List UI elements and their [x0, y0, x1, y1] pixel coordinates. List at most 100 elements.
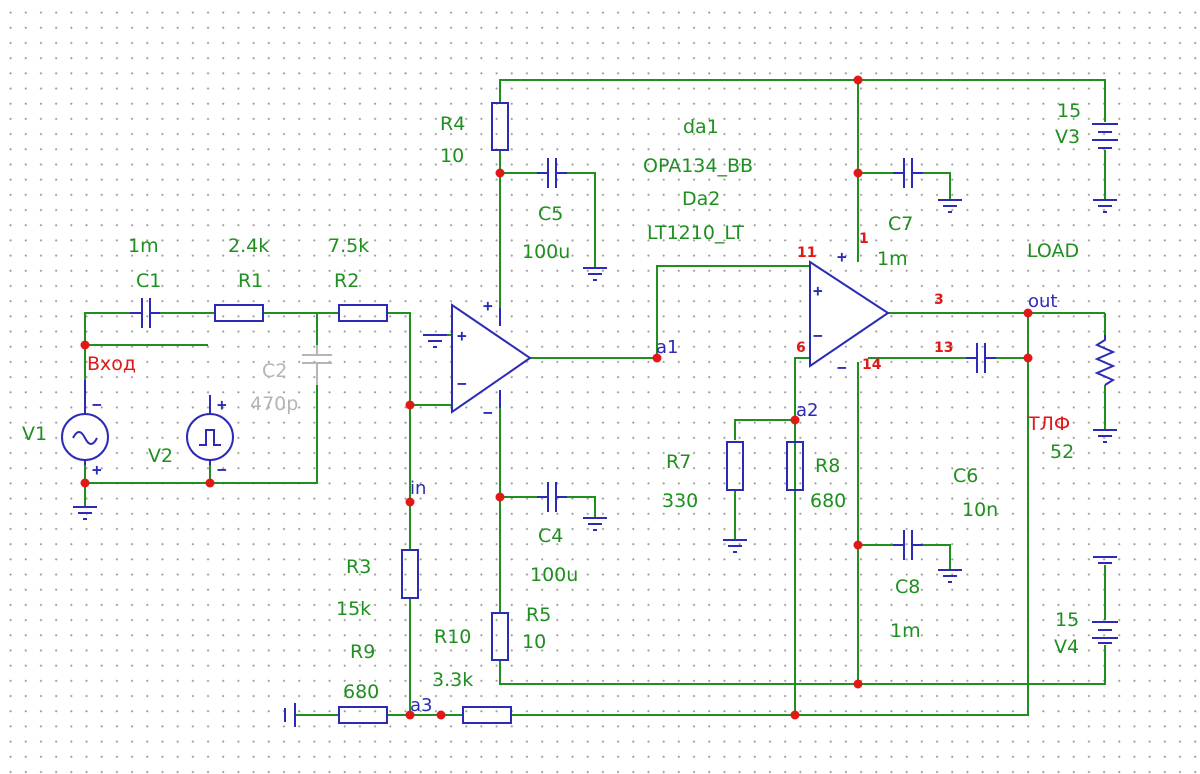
c1-name: C1: [136, 270, 161, 292]
v4-name: V4: [1054, 636, 1079, 658]
r7-name: R7: [666, 451, 691, 473]
svg-text:−: −: [483, 403, 493, 422]
v2-name: V2: [148, 445, 173, 467]
c2-name: C2: [262, 360, 287, 382]
capacitor-c1[interactable]: [130, 298, 160, 328]
resistor-r5[interactable]: [491, 612, 509, 661]
svg-text:+: +: [92, 460, 102, 479]
capacitor-c8[interactable]: [893, 530, 923, 560]
svg-text:3: 3: [934, 292, 944, 308]
net-out: out: [1028, 291, 1057, 312]
voltage-source-v1[interactable]: [61, 380, 109, 465]
capacitor-c4[interactable]: [537, 482, 567, 512]
c5-name: C5: [538, 203, 563, 225]
c7-name: C7: [888, 213, 913, 235]
svg-text:13: 13: [934, 340, 953, 356]
svg-text:+: +: [217, 395, 227, 414]
net-labels: a1 a2 a3 in out: [410, 291, 1057, 716]
v1-name: V1: [22, 423, 47, 445]
r1-value: 2.4k: [228, 235, 269, 257]
net-a1: a1: [656, 337, 678, 358]
ground-symbol-r9: [284, 703, 296, 727]
voltage-source-v3[interactable]: [1092, 123, 1118, 149]
tlf-name: ТЛФ: [1027, 413, 1070, 435]
net-in: in: [410, 478, 426, 499]
svg-text:+: +: [813, 281, 823, 300]
svg-text:−: −: [837, 358, 847, 377]
resistor-r4[interactable]: [491, 102, 509, 151]
svg-text:14: 14: [862, 357, 882, 373]
c7-value: 1m: [877, 248, 908, 270]
load-name: LOAD: [1027, 240, 1079, 262]
resistor-r8[interactable]: [786, 441, 804, 491]
svg-text:−: −: [217, 460, 227, 479]
v3-value: 15: [1057, 100, 1081, 122]
r3-name: R3: [346, 556, 371, 578]
resistor-r3[interactable]: [401, 549, 419, 599]
r2-value: 7.5k: [328, 235, 369, 257]
v3-name: V3: [1055, 126, 1080, 148]
c4-name: C4: [538, 525, 563, 547]
r2-name: R2: [334, 270, 359, 292]
opamp-da2[interactable]: [809, 260, 890, 368]
r1-name: R1: [238, 270, 263, 292]
resistor-load[interactable]: [1094, 335, 1116, 386]
da-line1: da1: [683, 116, 719, 138]
c6-name: C6: [953, 465, 978, 487]
capacitor-c2[interactable]: [302, 345, 332, 385]
opamp-da1[interactable]: [451, 303, 532, 414]
svg-text:1: 1: [859, 231, 869, 247]
input-label: Вход: [87, 353, 136, 375]
polarity-signs: + − + − + − + − − + + −: [92, 247, 847, 479]
net-a3: a3: [410, 695, 432, 716]
r10-value: 3.3k: [432, 669, 473, 691]
wires: [84, 79, 1106, 716]
r4-value: 10: [440, 145, 464, 167]
r7-value: 330: [662, 490, 698, 512]
r8-name: R8: [815, 455, 840, 477]
ground-symbols: [73, 199, 1117, 583]
svg-text:+: +: [483, 296, 493, 315]
c6-value: 10n: [962, 499, 998, 521]
net-a2: a2: [796, 400, 818, 421]
junction-dots: [80, 75, 1033, 720]
pin-numbers: 1 3 6 11 13 14: [796, 231, 953, 373]
svg-text:+: +: [837, 247, 847, 266]
r5-name: R5: [526, 604, 551, 626]
svg-text:6: 6: [796, 340, 806, 356]
r8-value: 680: [810, 490, 846, 512]
c8-name: C8: [895, 576, 920, 598]
c1-value: 1m: [128, 235, 159, 257]
da-line4: LT1210_LT: [647, 222, 744, 244]
voltage-source-v4[interactable]: [1092, 621, 1118, 644]
resistor-r2[interactable]: [338, 304, 388, 322]
svg-text:−: −: [92, 395, 102, 414]
svg-text:−: −: [457, 374, 467, 393]
r10-name: R10: [434, 626, 471, 648]
da-line2: OPA134_BB: [643, 155, 753, 177]
r3-value: 15k: [336, 598, 371, 620]
c2-value: 470p: [250, 393, 298, 415]
da-line3: Da2: [682, 188, 720, 210]
svg-text:11: 11: [797, 245, 816, 261]
capacitor-c5[interactable]: [537, 158, 567, 188]
c5-value: 100u: [522, 241, 570, 263]
svg-text:−: −: [813, 326, 823, 345]
capacitor-c7[interactable]: [893, 158, 923, 188]
resistor-r9[interactable]: [338, 706, 388, 724]
r9-name: R9: [350, 641, 375, 663]
v4-value: 15: [1055, 609, 1079, 631]
resistor-r1[interactable]: [214, 304, 264, 322]
resistor-r7[interactable]: [726, 441, 744, 491]
r4-name: R4: [440, 113, 465, 135]
resistor-r10[interactable]: [462, 706, 512, 724]
r5-value: 10: [522, 631, 546, 653]
capacitor-c6[interactable]: [966, 343, 996, 373]
c8-value: 1m: [890, 620, 921, 642]
voltage-source-v2[interactable]: [186, 395, 234, 465]
component-labels: 1m C1 2.4k R1 7.5k R2 C2 470p Вход V1 V2…: [22, 100, 1081, 703]
svg-text:+: +: [457, 326, 467, 345]
c4-value: 100u: [530, 564, 578, 586]
